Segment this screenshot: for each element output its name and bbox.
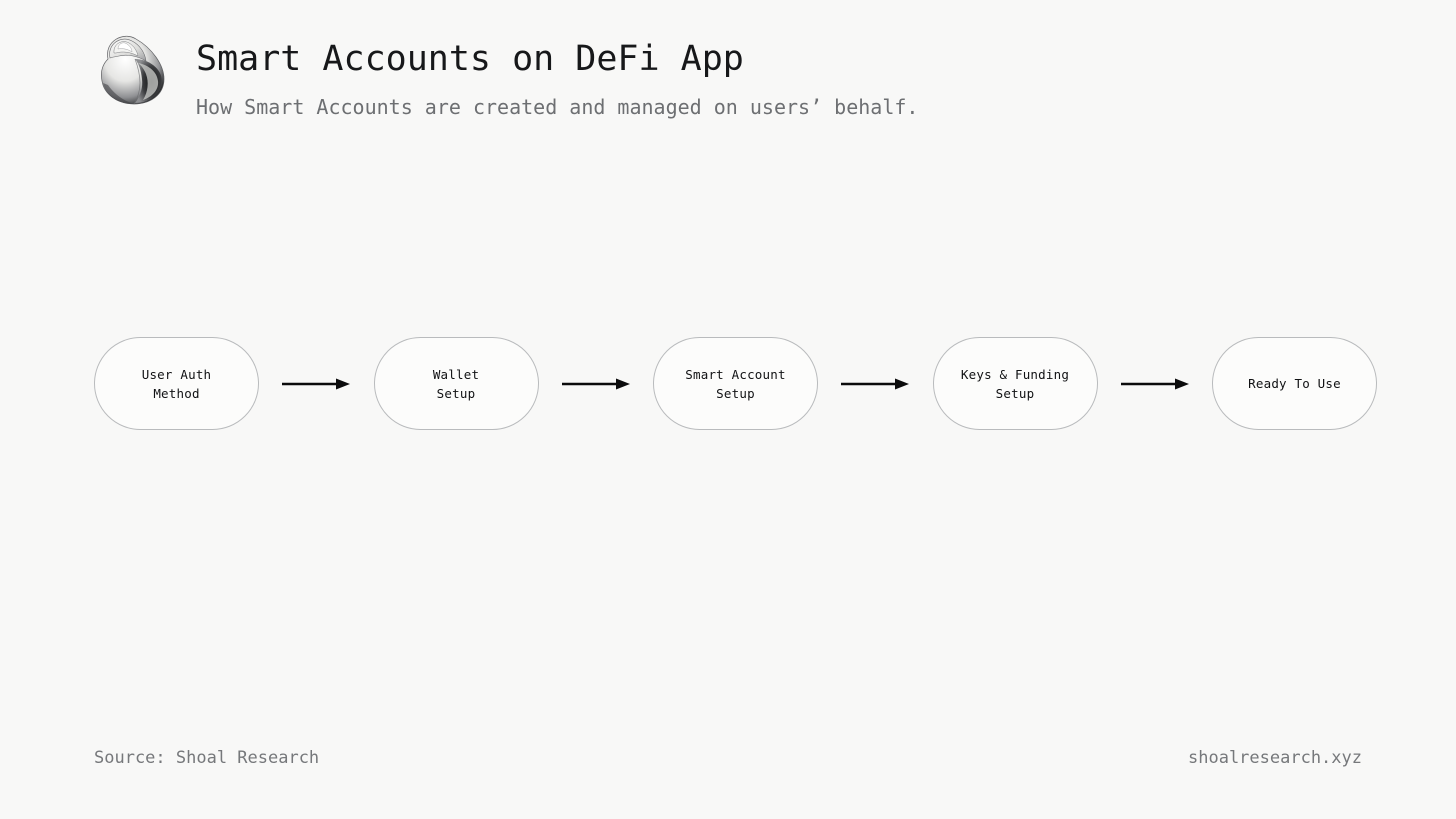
page-subtitle: How Smart Accounts are created and manag… xyxy=(196,95,919,119)
flow-arrow-1 xyxy=(259,374,374,394)
header: Smart Accounts on DeFi App How Smart Acc… xyxy=(0,0,1456,150)
title-block: Smart Accounts on DeFi App How Smart Acc… xyxy=(196,36,1346,120)
flow-arrow-2 xyxy=(539,374,654,394)
page-title: Smart Accounts on DeFi App xyxy=(196,39,744,79)
flow-node-ready-to-use: Ready To Use xyxy=(1212,337,1377,430)
process-flow-diagram: User Auth Method Wallet Setup Smart Acco… xyxy=(94,337,1377,430)
footer-source: Source: Shoal Research xyxy=(94,748,320,768)
flow-arrow-3 xyxy=(818,374,933,394)
flow-node-keys-funding-setup: Keys & Funding Setup xyxy=(932,337,1098,430)
flow-node-label: Smart Account Setup xyxy=(685,366,786,401)
flow-node-label: Wallet Setup xyxy=(432,366,480,401)
flow-node-smart-account-setup: Smart Account Setup xyxy=(653,337,818,430)
footer: Source: Shoal Research shoalresearch.xyz xyxy=(94,746,1362,770)
shoal-shell-logo-icon xyxy=(94,31,170,107)
flow-arrow-4 xyxy=(1098,374,1213,394)
footer-website: shoalresearch.xyz xyxy=(1188,748,1362,768)
flow-node-user-auth-method: User Auth Method xyxy=(94,337,259,430)
flow-node-label: Keys & Funding Setup xyxy=(960,366,1070,401)
flow-node-label: User Auth Method xyxy=(141,366,212,401)
flow-node-label: Ready To Use xyxy=(1248,376,1341,391)
flow-node-wallet-setup: Wallet Setup xyxy=(373,337,539,430)
